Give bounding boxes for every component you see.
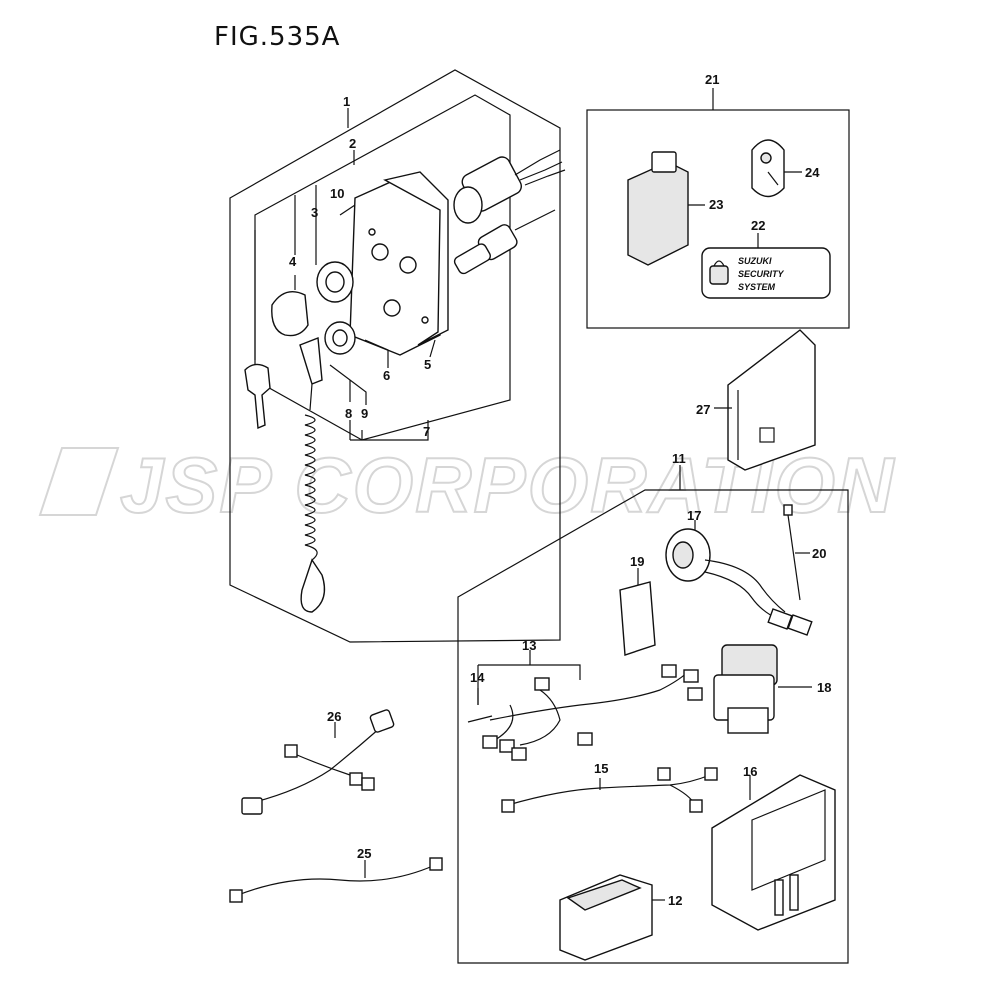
- security-unit-connector: [651, 151, 677, 173]
- security-decal: [701, 247, 831, 299]
- callout-6: 6: [383, 368, 390, 383]
- stop-switch: [453, 209, 556, 275]
- callout-13: 13: [522, 638, 536, 653]
- callout-8: 8: [345, 406, 352, 421]
- junction-box: [711, 774, 836, 931]
- key: [244, 363, 271, 430]
- callout-26: 26: [327, 709, 341, 724]
- callout-18: 18: [817, 680, 831, 695]
- callout-25: 25: [357, 846, 371, 861]
- group-21-security-system: SUZUKI SECURITY SYSTEM: [586, 88, 850, 329]
- sub-harness: [501, 767, 718, 813]
- cover-plate: [349, 179, 446, 356]
- callout-16: 16: [743, 764, 757, 779]
- callout-5: 5: [424, 357, 431, 372]
- callout-2: 2: [349, 136, 356, 151]
- security-key-fob: [751, 139, 785, 198]
- sensor-harness: [665, 520, 813, 636]
- part-27-ecm-module: [714, 329, 816, 471]
- callout-20: 20: [812, 546, 826, 561]
- callout-24: 24: [805, 165, 820, 180]
- decal-line-2: SECURITY: [738, 269, 785, 279]
- callout-10: 10: [330, 186, 344, 201]
- callout-23: 23: [709, 197, 723, 212]
- callout-21: 21: [705, 72, 719, 87]
- group-11-harness-assembly: [457, 465, 849, 964]
- lock-icon: [709, 265, 729, 285]
- fuse-box: [559, 874, 665, 961]
- security-control-unit: [627, 161, 689, 266]
- figure-title: FIG.535A: [214, 22, 341, 52]
- main-harness: [467, 650, 703, 761]
- callout-22: 22: [751, 218, 765, 233]
- callout-12: 12: [668, 893, 682, 908]
- screw: [339, 204, 356, 216]
- callout-7: 7: [423, 424, 430, 439]
- callout-27: 27: [696, 402, 710, 417]
- watermark-logo-icon: [38, 447, 120, 516]
- gasket: [383, 171, 449, 346]
- callout-17: 17: [687, 508, 701, 523]
- group-1-frame: [229, 69, 561, 643]
- callout-9: 9: [361, 406, 368, 421]
- label-card: [619, 581, 656, 656]
- decal-line-1: SUZUKI: [738, 256, 772, 266]
- callout-19: 19: [630, 554, 644, 569]
- group-21-frame: [586, 109, 850, 329]
- callout-labels: 1 2 3 4 5 6 7 8 9 10 11 12 13 14 15 16 1…: [289, 72, 831, 908]
- ecm-module: [727, 329, 816, 471]
- group-11-frame: [457, 489, 849, 964]
- decal-line-3: SYSTEM: [738, 282, 776, 292]
- callout-15: 15: [594, 761, 608, 776]
- emergency-stop-lanyard: [299, 337, 326, 613]
- part-25-harness: [229, 857, 443, 903]
- relay: [713, 644, 812, 734]
- cable-tie: [783, 504, 810, 601]
- callout-1: 1: [343, 94, 350, 109]
- key-switch: [453, 149, 566, 224]
- callout-14: 14: [470, 670, 485, 685]
- callout-11: 11: [672, 451, 686, 466]
- key-cap: [271, 291, 309, 337]
- group-1-remote-control-assembly: [229, 69, 566, 643]
- part-26-harness: [241, 709, 395, 815]
- callout-3: 3: [311, 205, 318, 220]
- callout-4: 4: [289, 254, 297, 269]
